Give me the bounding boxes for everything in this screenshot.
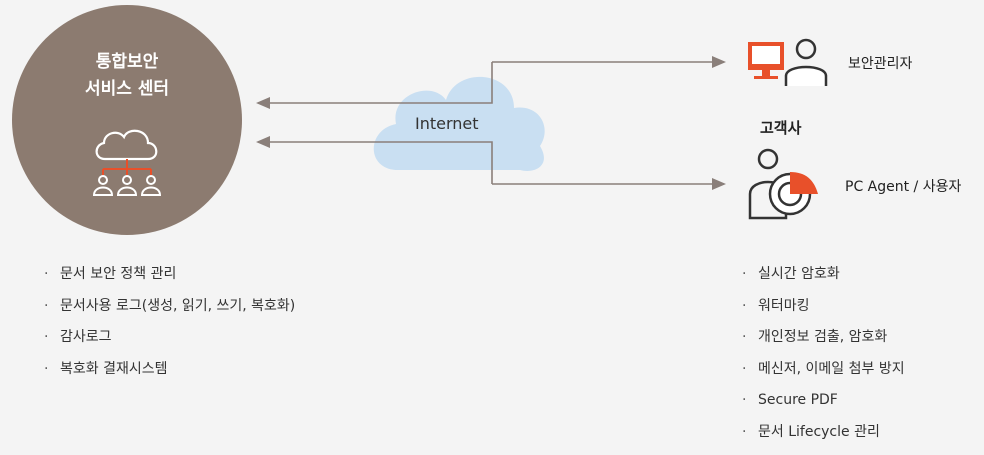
customer-features: ·실시간 암호화 ·워터마킹 ·개인정보 검출, 암호화 ·메신저, 이메일 첨… bbox=[742, 266, 905, 455]
internet-label: Internet bbox=[415, 114, 505, 133]
list-item: ·문서사용 로그(생성, 읽기, 쓰기, 복호화) bbox=[44, 298, 295, 330]
list-item: ·문서 Lifecycle 관리 bbox=[742, 424, 905, 455]
feature-text: 문서 Lifecycle 관리 bbox=[758, 424, 880, 440]
feature-text: Secure PDF bbox=[758, 392, 838, 408]
admin-label: 보안관리자 bbox=[848, 53, 912, 73]
service-center-title: 통합보안 서비스 센터 bbox=[12, 49, 242, 103]
feature-text: 문서 보안 정책 관리 bbox=[60, 266, 176, 282]
list-item: ·감사로그 bbox=[44, 329, 295, 361]
feature-text: 문서사용 로그(생성, 읽기, 쓰기, 복호화) bbox=[60, 298, 295, 314]
user-shield-icon bbox=[750, 150, 818, 218]
feature-text: 실시간 암호화 bbox=[758, 266, 840, 282]
list-item: ·Secure PDF bbox=[742, 392, 905, 424]
feature-text: 복호화 결재시스템 bbox=[60, 361, 168, 377]
list-item: ·메신저, 이메일 첨부 방지 bbox=[742, 361, 905, 393]
list-item: ·복호화 결재시스템 bbox=[44, 361, 295, 393]
list-item: ·문서 보안 정책 관리 bbox=[44, 266, 295, 298]
feature-text: 감사로그 bbox=[60, 329, 112, 345]
cloud-network-users-icon bbox=[92, 125, 162, 199]
diagram-stage: 통합보안 서비스 센터 Internet 보안관리자 고객사 PC Agent … bbox=[0, 0, 984, 442]
service-center-title-line1: 통합보안 bbox=[12, 49, 242, 76]
feature-text: 메신저, 이메일 첨부 방지 bbox=[758, 361, 905, 377]
list-item: ·개인정보 검출, 암호화 bbox=[742, 329, 905, 361]
admin-workstation-icon bbox=[748, 40, 826, 86]
feature-text: 워터마킹 bbox=[758, 298, 810, 314]
list-item: ·워터마킹 bbox=[742, 298, 905, 330]
service-center-title-line2: 서비스 센터 bbox=[12, 76, 242, 103]
agent-label: PC Agent / 사용자 bbox=[845, 176, 961, 196]
list-item: ·실시간 암호화 bbox=[742, 266, 905, 298]
customer-label: 고객사 bbox=[760, 117, 801, 138]
service-center-features: ·문서 보안 정책 관리 ·문서사용 로그(생성, 읽기, 쓰기, 복호화) ·… bbox=[44, 266, 295, 392]
feature-text: 개인정보 검출, 암호화 bbox=[758, 329, 887, 345]
service-center-circle: 통합보안 서비스 센터 bbox=[12, 5, 242, 235]
